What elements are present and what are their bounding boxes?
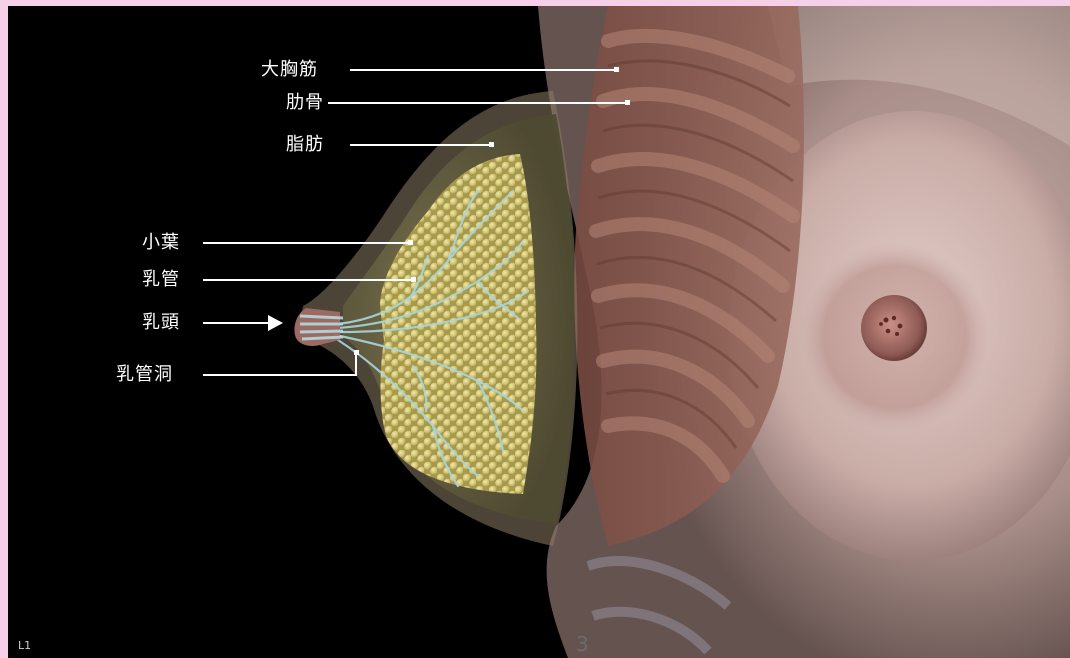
- label-pectoralis: 大胸筋: [261, 60, 318, 80]
- label-ribs: 肋骨: [286, 93, 324, 113]
- label-sinus: 乳管洞: [116, 365, 173, 385]
- right-nipple: [861, 295, 927, 361]
- page-number: 3: [576, 632, 589, 656]
- label-lobule: 小葉: [142, 233, 180, 253]
- left-nipple: [294, 308, 340, 346]
- nipple-arrow-icon: [268, 315, 283, 331]
- corner-label: L1: [18, 639, 31, 652]
- label-nipple: 乳頭: [142, 313, 180, 333]
- illustration-frame: 大胸筋 肋骨 脂肪 小葉 乳管 乳頭 乳管洞 L1 3: [8, 6, 1070, 658]
- label-fat: 脂肪: [286, 135, 324, 155]
- label-duct: 乳管: [142, 270, 180, 290]
